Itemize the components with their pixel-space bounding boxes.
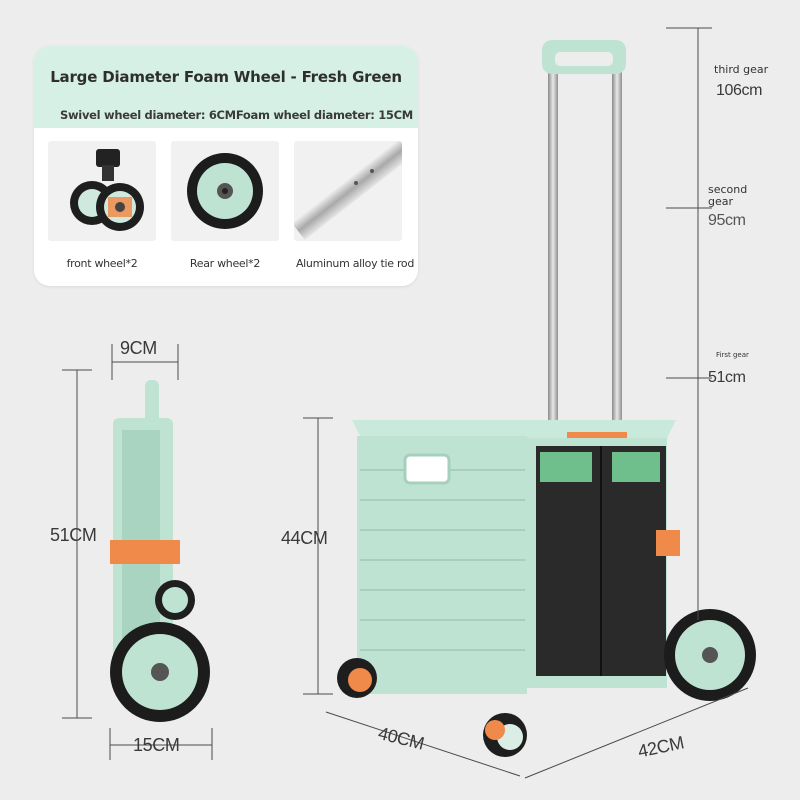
rear-wheel-caption: Rear wheel*2 (189, 257, 261, 270)
front-wheel-image (48, 141, 156, 241)
front-wheel-caption: front wheel*2 (66, 257, 138, 270)
card-title: Large Diameter Foam Wheel - Fresh Green (50, 68, 402, 86)
side-depth-label: 9CM (120, 338, 157, 358)
second-gear-label: second gear (708, 183, 748, 209)
card-header (34, 46, 418, 128)
tie-rod-image (294, 141, 402, 241)
tie-rod-caption: Aluminum alloy tie rod (295, 257, 415, 270)
side-wheel-label: 15CM (133, 735, 180, 755)
side-height-label: 51CM (50, 525, 97, 545)
dimension-lines (62, 27, 749, 779)
first-gear-value: 51cm (708, 369, 746, 386)
card-subtitle: Swivel wheel diameter: 6CMFoam wheel dia… (60, 108, 413, 122)
feature-card: Large Diameter Foam Wheel - Fresh Green … (34, 46, 418, 286)
side-view-cart (110, 380, 210, 722)
third-gear-value: 106cm (716, 82, 763, 99)
box-height-label: 44CM (281, 528, 328, 548)
third-gear-label: third gear (714, 63, 769, 76)
first-gear-label: First gear (716, 351, 749, 359)
main-cart (337, 40, 756, 757)
rear-wheel-image (171, 141, 279, 241)
second-gear-value: 95cm (708, 212, 746, 229)
